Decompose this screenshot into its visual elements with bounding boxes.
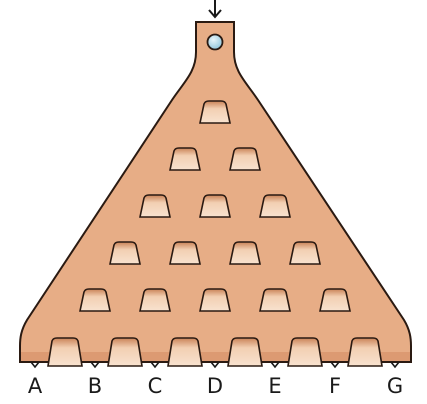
bin-label-f: F xyxy=(329,374,341,398)
bin-label-a: A xyxy=(28,374,43,398)
ball xyxy=(208,35,223,50)
peg xyxy=(170,242,200,264)
peg xyxy=(168,338,202,366)
peg xyxy=(260,289,290,311)
peg xyxy=(200,195,230,217)
bin-label-c: C xyxy=(148,374,163,398)
peg xyxy=(140,195,170,217)
peg xyxy=(200,289,230,311)
bin-labels: A B C D E F G xyxy=(28,374,403,398)
bin-label-d: D xyxy=(207,374,223,398)
down-arrow-icon xyxy=(209,0,221,17)
peg xyxy=(170,148,200,170)
peg xyxy=(290,242,320,264)
peg xyxy=(348,338,382,366)
peg xyxy=(320,289,350,311)
peg xyxy=(48,338,82,366)
peg xyxy=(228,338,262,366)
peg xyxy=(230,148,260,170)
bin-label-g: G xyxy=(387,374,403,398)
peg xyxy=(140,289,170,311)
peg xyxy=(230,242,260,264)
bin-label-b: B xyxy=(88,374,102,398)
peg xyxy=(110,242,140,264)
peg xyxy=(288,338,322,366)
peg xyxy=(80,289,110,311)
peg xyxy=(260,195,290,217)
bin-label-e: E xyxy=(268,374,281,398)
peg xyxy=(108,338,142,366)
peg xyxy=(200,101,230,123)
